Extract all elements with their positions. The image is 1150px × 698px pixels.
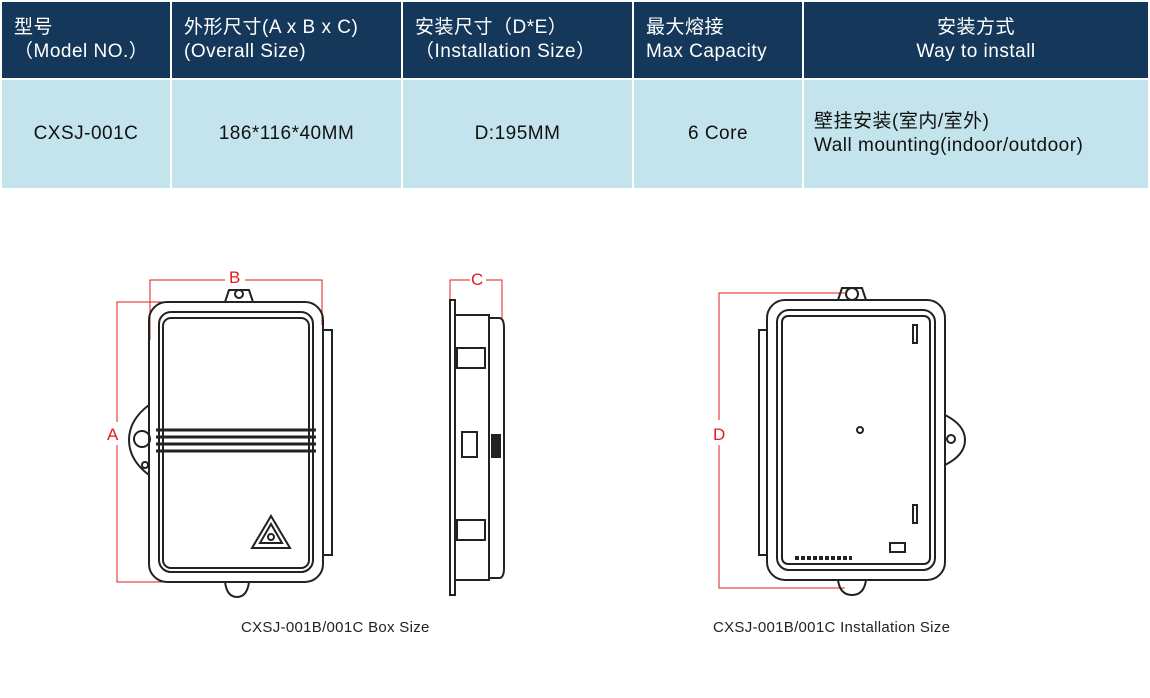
header-en: （Model NO.） [14,41,149,62]
dimension-label-c: C [471,270,484,289]
header-cn: 安装方式 [936,17,1015,38]
header-install-way: 安装方式 Way to install [802,0,1150,80]
header-row: 型号 （Model NO.） 外形尺寸(A x B x C) (Overall Si… [0,0,1150,80]
header-capacity: 最大熔接 Max Capacity [632,0,804,80]
cell-model: CXSJ-001C [0,78,172,190]
dimension-label-a: A [107,425,119,444]
header-cn: 最大熔接 [646,17,725,38]
front-view-drawing [116,279,333,599]
header-model: 型号 （Model NO.） [0,0,172,80]
header-cn: 安装尺寸（D*E） [415,17,568,38]
install-en: Wall mounting(indoor/outdoor) [814,135,1084,156]
cell-capacity: 6 Core [632,78,804,190]
caption-installation-size: CXSJ-001B/001C Installation Size [713,619,951,636]
cell-overall-size: 186*116*40MM [170,78,403,190]
header-en: Max Capacity [646,41,768,62]
table-row: CXSJ-001C 186*116*40MM D:195MM 6 Core 壁挂… [0,78,1150,190]
cell-install-way: 壁挂安装(室内/室外) Wall mounting(indoor/outdoor) [802,78,1150,190]
side-view-drawing [449,279,505,596]
install-view-drawing [718,287,967,597]
caption-box-size: CXSJ-001B/001C Box Size [241,619,430,636]
header-cn: 型号 [14,17,54,38]
header-en: Way to install [916,41,1036,62]
header-overall-size: 外形尺寸(A x B x C) (Overall Size) [170,0,403,80]
header-cn: 外形尺寸(A x B x C) [184,17,359,38]
dimension-label-b: B [229,268,241,287]
header-en: (Overall Size) [184,41,307,62]
header-en: （Installation Size） [415,41,596,62]
header-installation-size: 安装尺寸（D*E） （Installation Size） [401,0,634,80]
dimension-label-d: D [713,425,726,444]
cell-installation-size: D:195MM [401,78,634,190]
install-cn: 壁挂安装(室内/室外) [814,111,990,132]
spec-table: 型号 （Model NO.） 外形尺寸(A x B x C) (Overall Si… [0,0,1150,190]
